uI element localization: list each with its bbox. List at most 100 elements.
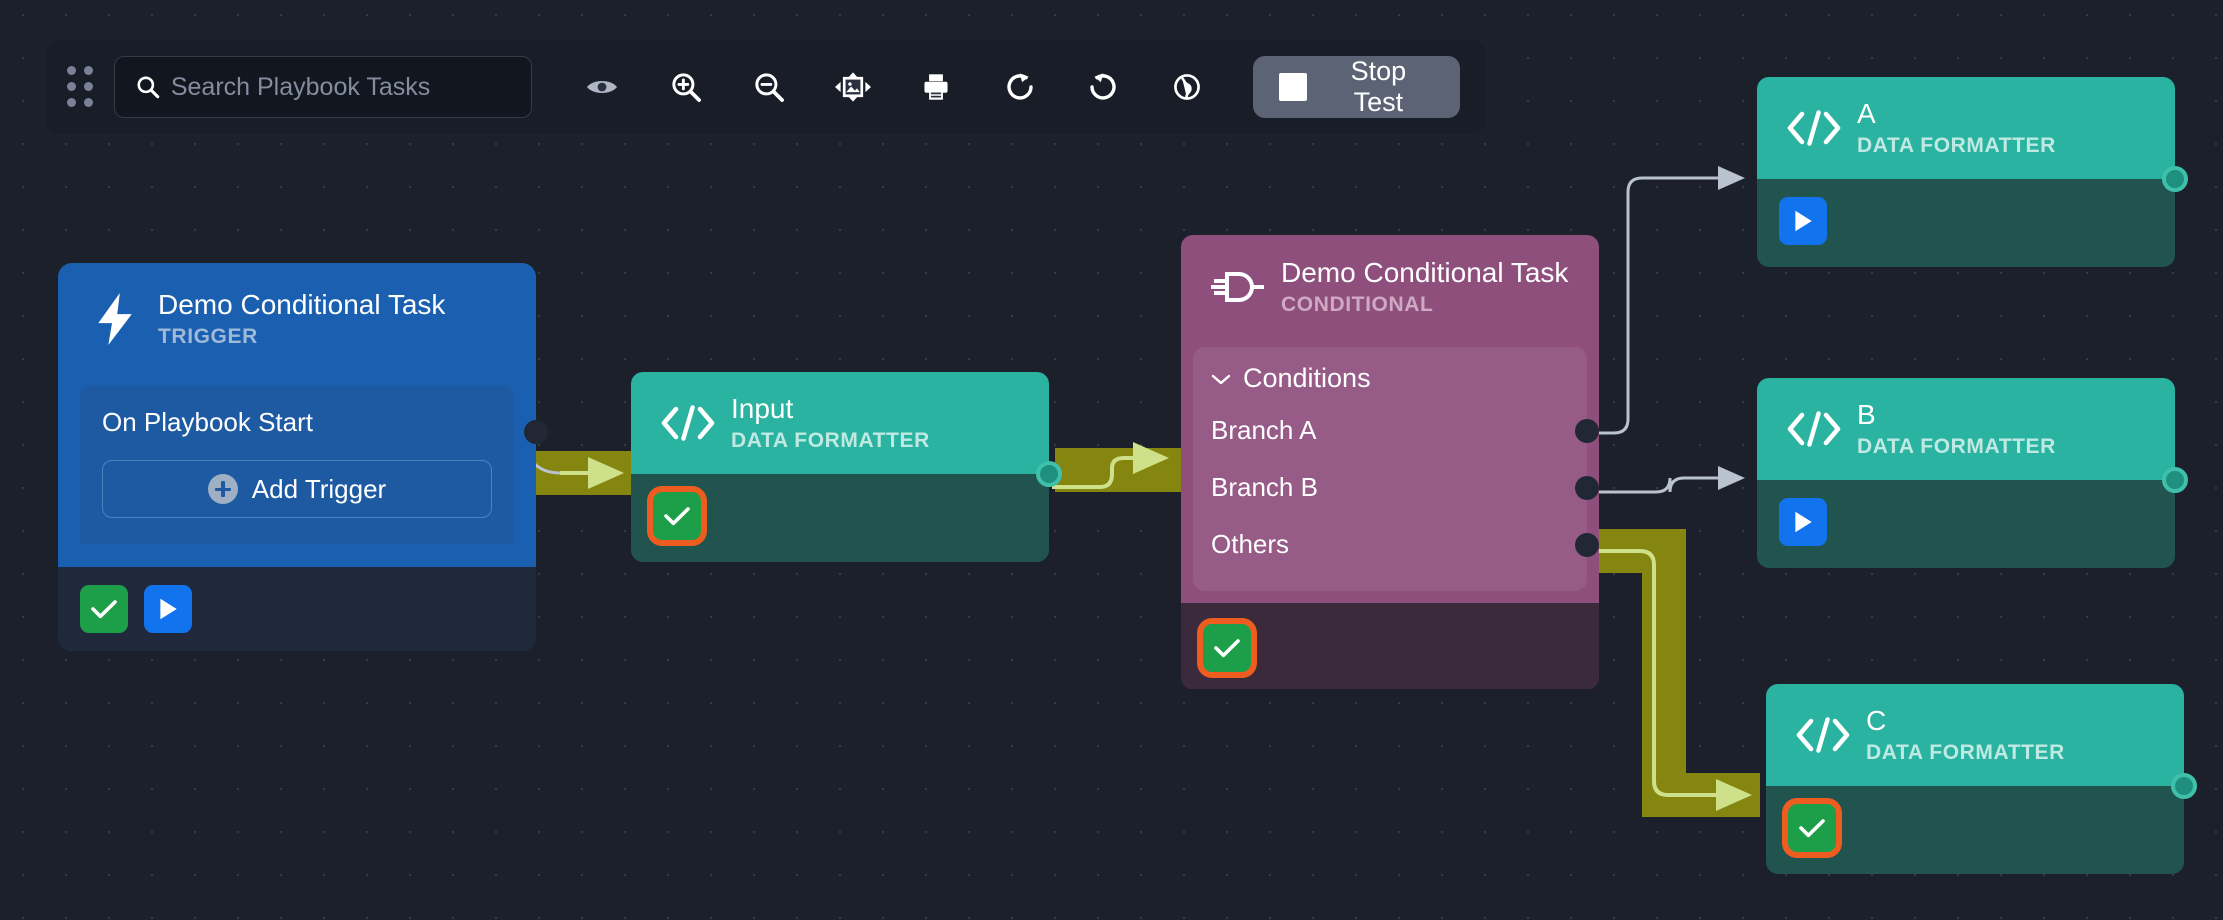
node-c-header[interactable]: C DATA FORMATTER xyxy=(1766,684,2184,786)
branch-a-output-port[interactable] xyxy=(1575,419,1599,443)
zoom-in-button[interactable] xyxy=(644,56,728,118)
edge-branchA-to-a xyxy=(1593,166,1745,435)
fit-to-screen-button[interactable] xyxy=(811,56,895,118)
node-b[interactable]: B DATA FORMATTER xyxy=(1757,378,2188,568)
search-input-wrapper[interactable] xyxy=(113,56,533,118)
trigger-run-play-icon[interactable] xyxy=(144,585,192,633)
node-trigger-title: Demo Conditional Task xyxy=(158,288,446,320)
input-output-port[interactable] xyxy=(1036,461,1062,487)
edge-input-to-conditional xyxy=(1052,442,1181,492)
undo-button[interactable] xyxy=(1062,56,1146,118)
undo-icon xyxy=(1090,73,1117,100)
playbook-toolbar[interactable]: Stop Test xyxy=(46,40,1486,134)
code-brackets-icon xyxy=(1781,410,1847,448)
node-trigger[interactable]: Demo Conditional Task TRIGGER On Playboo… xyxy=(58,263,548,651)
redo-icon xyxy=(1007,73,1033,100)
node-a-footer[interactable] xyxy=(1757,179,2175,259)
node-b-body xyxy=(1757,480,2175,568)
stop-test-label: Stop Test xyxy=(1350,56,1407,117)
branch-label: Others xyxy=(1211,529,1290,559)
edge-branchB-to-b xyxy=(1593,466,1745,494)
trigger-status-check-icon[interactable] xyxy=(80,585,128,633)
node-input-subtitle: DATA FORMATTER xyxy=(731,428,930,452)
trigger-config-card: On Playbook Start Add Trigger xyxy=(80,385,514,544)
branch-row[interactable]: Others xyxy=(1193,516,1599,573)
conditional-status-check-icon[interactable] xyxy=(1203,624,1251,672)
node-conditional-title: Demo Conditional Task xyxy=(1281,256,1569,288)
node-conditional-footer[interactable] xyxy=(1181,603,1599,689)
zoom-out-icon xyxy=(755,73,785,102)
node-trigger-header[interactable]: Demo Conditional Task TRIGGER xyxy=(58,263,536,375)
node-a-header[interactable]: A DATA FORMATTER xyxy=(1757,77,2175,179)
search-input[interactable] xyxy=(170,72,532,102)
node-conditional-subtitle: CONDITIONAL xyxy=(1281,292,1434,316)
node-a-title: A xyxy=(1857,97,1876,129)
search-icon xyxy=(137,76,160,99)
branch-label: Branch B xyxy=(1211,472,1318,502)
conditions-toggle[interactable]: Conditions xyxy=(1193,363,1587,402)
node-c-body xyxy=(1766,786,2184,874)
edge-others-to-c xyxy=(1593,529,1760,817)
code-brackets-icon xyxy=(1790,716,1856,754)
node-conditional-header[interactable]: Demo Conditional Task CONDITIONAL xyxy=(1181,235,1599,339)
input-status-check-icon[interactable] xyxy=(653,492,701,540)
node-c-footer[interactable] xyxy=(1766,786,2184,866)
add-trigger-label: Add Trigger xyxy=(251,473,387,504)
code-brackets-icon xyxy=(655,404,721,442)
stop-square-icon xyxy=(1278,73,1307,101)
node-c-title: C xyxy=(1866,704,1887,736)
node-c-subtitle: DATA FORMATTER xyxy=(1866,740,2065,764)
node-trigger-footer[interactable] xyxy=(58,567,536,651)
redo-button[interactable] xyxy=(978,56,1062,118)
plus-circle-icon xyxy=(207,474,238,504)
node-a-subtitle: DATA FORMATTER xyxy=(1857,133,2056,157)
logic-gate-icon xyxy=(1205,267,1271,307)
node-b-title: B xyxy=(1857,398,1876,430)
trigger-event-label: On Playbook Start xyxy=(102,407,313,437)
node-b-subtitle: DATA FORMATTER xyxy=(1857,434,2056,458)
node-c-output-port[interactable] xyxy=(2171,773,2197,799)
node-conditional[interactable]: Demo Conditional Task CONDITIONAL Condit… xyxy=(1181,235,1599,689)
node-input[interactable]: Input DATA FORMATTER xyxy=(631,372,1062,562)
node-a-body xyxy=(1757,179,2175,267)
node-a-run-play-icon[interactable] xyxy=(1779,197,1827,245)
add-trigger-button[interactable]: Add Trigger xyxy=(102,460,492,518)
node-conditional-body: Conditions Branch A Branch B Others xyxy=(1181,347,1599,591)
node-input-header[interactable]: Input DATA FORMATTER xyxy=(631,372,1049,474)
node-trigger-body: On Playbook Start Add Trigger xyxy=(58,385,536,544)
code-brackets-icon xyxy=(1781,109,1847,147)
node-trigger-subtitle: TRIGGER xyxy=(158,324,258,348)
node-b-output-port[interactable] xyxy=(2162,467,2188,493)
branch-others-output-port[interactable] xyxy=(1575,533,1599,557)
zoom-out-button[interactable] xyxy=(727,56,811,118)
chevron-down-icon xyxy=(1211,374,1231,384)
branch-row[interactable]: Branch A xyxy=(1193,402,1599,459)
node-a-output-port[interactable] xyxy=(2162,166,2188,192)
zoom-in-icon xyxy=(671,73,701,102)
branch-label: Branch A xyxy=(1211,415,1317,445)
conditions-card: Conditions Branch A Branch B Others xyxy=(1193,347,1599,591)
node-c[interactable]: C DATA FORMATTER xyxy=(1766,684,2197,874)
globe-button[interactable] xyxy=(1145,56,1229,118)
node-c-status-check-icon[interactable] xyxy=(1788,804,1836,852)
trigger-output-port[interactable] xyxy=(524,420,548,444)
node-b-footer[interactable] xyxy=(1757,480,2175,560)
node-input-footer[interactable] xyxy=(631,474,1049,554)
branch-row[interactable]: Branch B xyxy=(1193,459,1599,516)
branch-b-output-port[interactable] xyxy=(1575,476,1599,500)
drag-dots-icon[interactable] xyxy=(64,65,98,107)
eye-icon xyxy=(586,81,617,93)
globe-icon xyxy=(1174,74,1200,100)
printer-icon xyxy=(924,74,948,100)
node-b-run-play-icon[interactable] xyxy=(1779,498,1827,546)
toggle-visibility-button[interactable] xyxy=(560,56,644,118)
node-input-title: Input xyxy=(731,392,794,424)
node-input-body xyxy=(631,474,1049,562)
lightning-bolt-icon xyxy=(82,293,148,345)
print-button[interactable] xyxy=(894,56,978,118)
node-a[interactable]: A DATA FORMATTER xyxy=(1757,77,2188,267)
node-b-header[interactable]: B DATA FORMATTER xyxy=(1757,378,2175,480)
stop-test-button[interactable]: Stop Test xyxy=(1252,56,1461,118)
toolbar-actions[interactable]: Stop Test xyxy=(560,56,1461,118)
